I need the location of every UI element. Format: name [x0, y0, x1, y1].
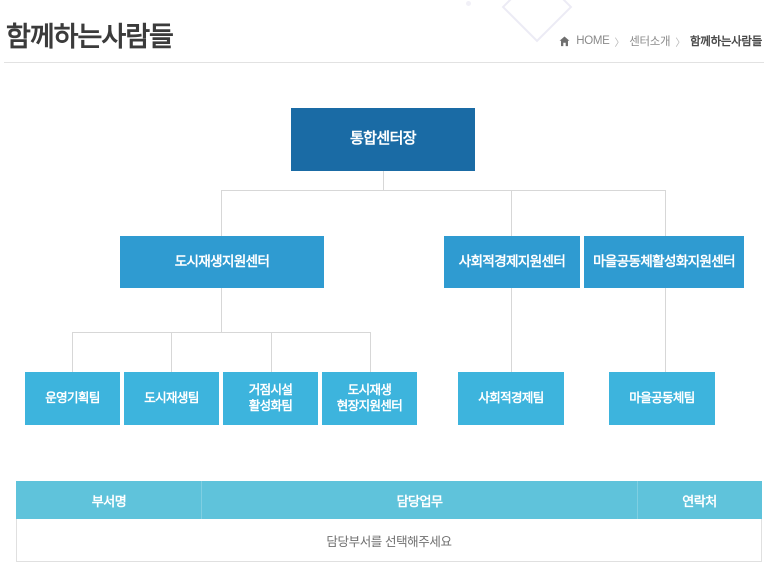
connector-to-team-3 [271, 332, 272, 372]
breadcrumb: HOME 〉 센터소개 〉 함께하는사람들 [559, 33, 762, 49]
connector-to-node-3 [665, 190, 666, 236]
org-node-label: 마을공동체팀 [629, 390, 695, 405]
org-node-label: 운영기획팀 [45, 390, 100, 405]
column-header-department: 부서명 [16, 481, 202, 519]
breadcrumb-parent[interactable]: 센터소개 [629, 36, 671, 48]
home-icon [559, 36, 570, 47]
org-node-label-multiline: 거점시설 활성화팀 [249, 383, 293, 414]
org-node-integrated-center[interactable]: 통합센터장 [291, 108, 475, 171]
connector-root-down [383, 171, 384, 190]
org-node-village-community-team[interactable]: 마을공동체팀 [609, 372, 715, 425]
page-header: 함께하는사람들 HOME 〉 센터소개 〉 함께하는사람들 [0, 0, 768, 63]
org-node-social-economy-center[interactable]: 사회적경제지원센터 [444, 236, 580, 288]
connector-to-team-2 [171, 332, 172, 372]
org-node-label-line1: 도시재생 [347, 382, 392, 397]
org-node-planning-team[interactable]: 운영기획팀 [25, 372, 120, 425]
org-node-label: 마을공동체활성화지원센터 [593, 253, 735, 269]
org-node-social-economy-team[interactable]: 사회적경제팀 [458, 372, 564, 425]
org-node-label-line1: 거점시설 [248, 382, 293, 397]
connector-to-team-4 [370, 332, 371, 372]
org-node-label: 도시재생팀 [144, 390, 199, 405]
connector-to-team-1 [72, 332, 73, 372]
connector-level2-bus [221, 190, 666, 191]
table-empty-message: 담당부서를 선택해주세요 [16, 519, 762, 562]
org-chart: 통합센터장 도시재생지원센터 사회적경제지원센터 마을공동체활성화지원센터 운영… [0, 63, 768, 458]
org-node-village-community-center[interactable]: 마을공동체활성화지원센터 [584, 236, 744, 288]
org-node-label: 사회적경제지원센터 [458, 253, 566, 269]
connector-village-down [665, 288, 666, 372]
org-node-label: 도시재생지원센터 [174, 253, 270, 269]
connector-social-down [511, 288, 512, 372]
org-node-hub-facility-team[interactable]: 거점시설 활성화팀 [223, 372, 318, 425]
org-node-urban-regeneration-center[interactable]: 도시재생지원센터 [120, 236, 324, 288]
org-node-label: 사회적경제팀 [478, 390, 544, 405]
connector-to-node-2 [511, 190, 512, 236]
department-table: 부서명 담당업무 연락처 담당부서를 선택해주세요 [16, 481, 762, 562]
table-row: 담당부서를 선택해주세요 [16, 519, 762, 562]
column-header-contact: 연락처 [637, 481, 762, 519]
page-title: 함께하는사람들 [6, 22, 174, 52]
org-node-label-line2: 현장지원센터 [336, 398, 403, 413]
header-divider [4, 62, 764, 63]
breadcrumb-current: 함께하는사람들 [690, 36, 762, 48]
table-header-row: 부서명 담당업무 연락처 [16, 481, 762, 519]
table-head: 부서명 담당업무 연락처 [16, 481, 762, 519]
org-node-urban-regeneration-team[interactable]: 도시재생팀 [124, 372, 219, 425]
breadcrumb-separator-2: 〉 [675, 37, 686, 49]
connector-to-node-1 [221, 190, 222, 236]
column-header-duties: 담당업무 [201, 481, 638, 519]
org-node-field-support-center[interactable]: 도시재생 현장지원센터 [322, 372, 417, 425]
breadcrumb-separator-1: 〉 [614, 37, 625, 49]
table-body: 담당부서를 선택해주세요 [16, 519, 762, 562]
org-node-label-multiline: 도시재생 현장지원센터 [336, 382, 403, 414]
org-node-label-line2: 활성화팀 [248, 398, 293, 413]
org-node-label: 통합센터장 [349, 130, 417, 148]
breadcrumb-home[interactable]: HOME [576, 35, 610, 47]
connector-urban-down [221, 288, 222, 332]
connector-urban-bus [72, 332, 371, 333]
